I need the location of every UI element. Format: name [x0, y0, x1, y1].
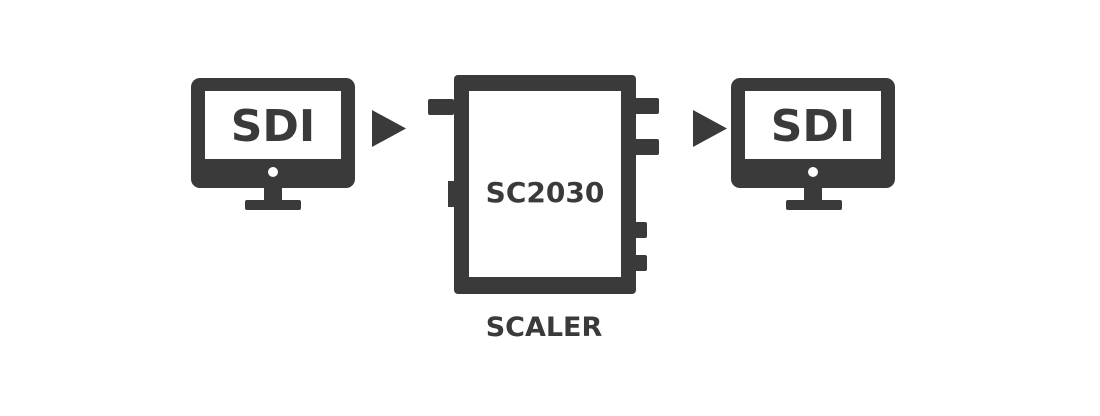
arrow-right-icon [693, 110, 727, 147]
device-port-right-bnc-2 [633, 139, 659, 155]
source-monitor-stand-base [245, 200, 301, 210]
source-monitor-stand-neck [264, 188, 282, 200]
device-port-right-bnc-1 [633, 98, 659, 114]
device-port-left-bnc [428, 99, 454, 115]
source-monitor-power-dot [268, 167, 278, 177]
device-port-right-small-1 [633, 222, 647, 238]
device-panel [469, 91, 621, 277]
target-monitor-screen [745, 91, 881, 159]
device-model-label: SC2030 [486, 176, 605, 209]
device-caption: SCALER [486, 312, 603, 343]
target-monitor-stand-neck [804, 188, 822, 200]
device-port-left-side [448, 181, 456, 207]
arrow-right-icon [372, 110, 406, 147]
target-monitor: SDI [731, 78, 895, 210]
target-monitor-label: SDI [771, 101, 856, 152]
device-port-right-small-2 [633, 255, 647, 271]
source-monitor-label: SDI [231, 101, 316, 152]
source-monitor-screen [205, 91, 341, 159]
scaler-device: SC2030 SCALER [428, 75, 659, 343]
source-monitor: SDI [191, 78, 355, 210]
target-monitor-power-dot [808, 167, 818, 177]
target-monitor-stand-base [786, 200, 842, 210]
